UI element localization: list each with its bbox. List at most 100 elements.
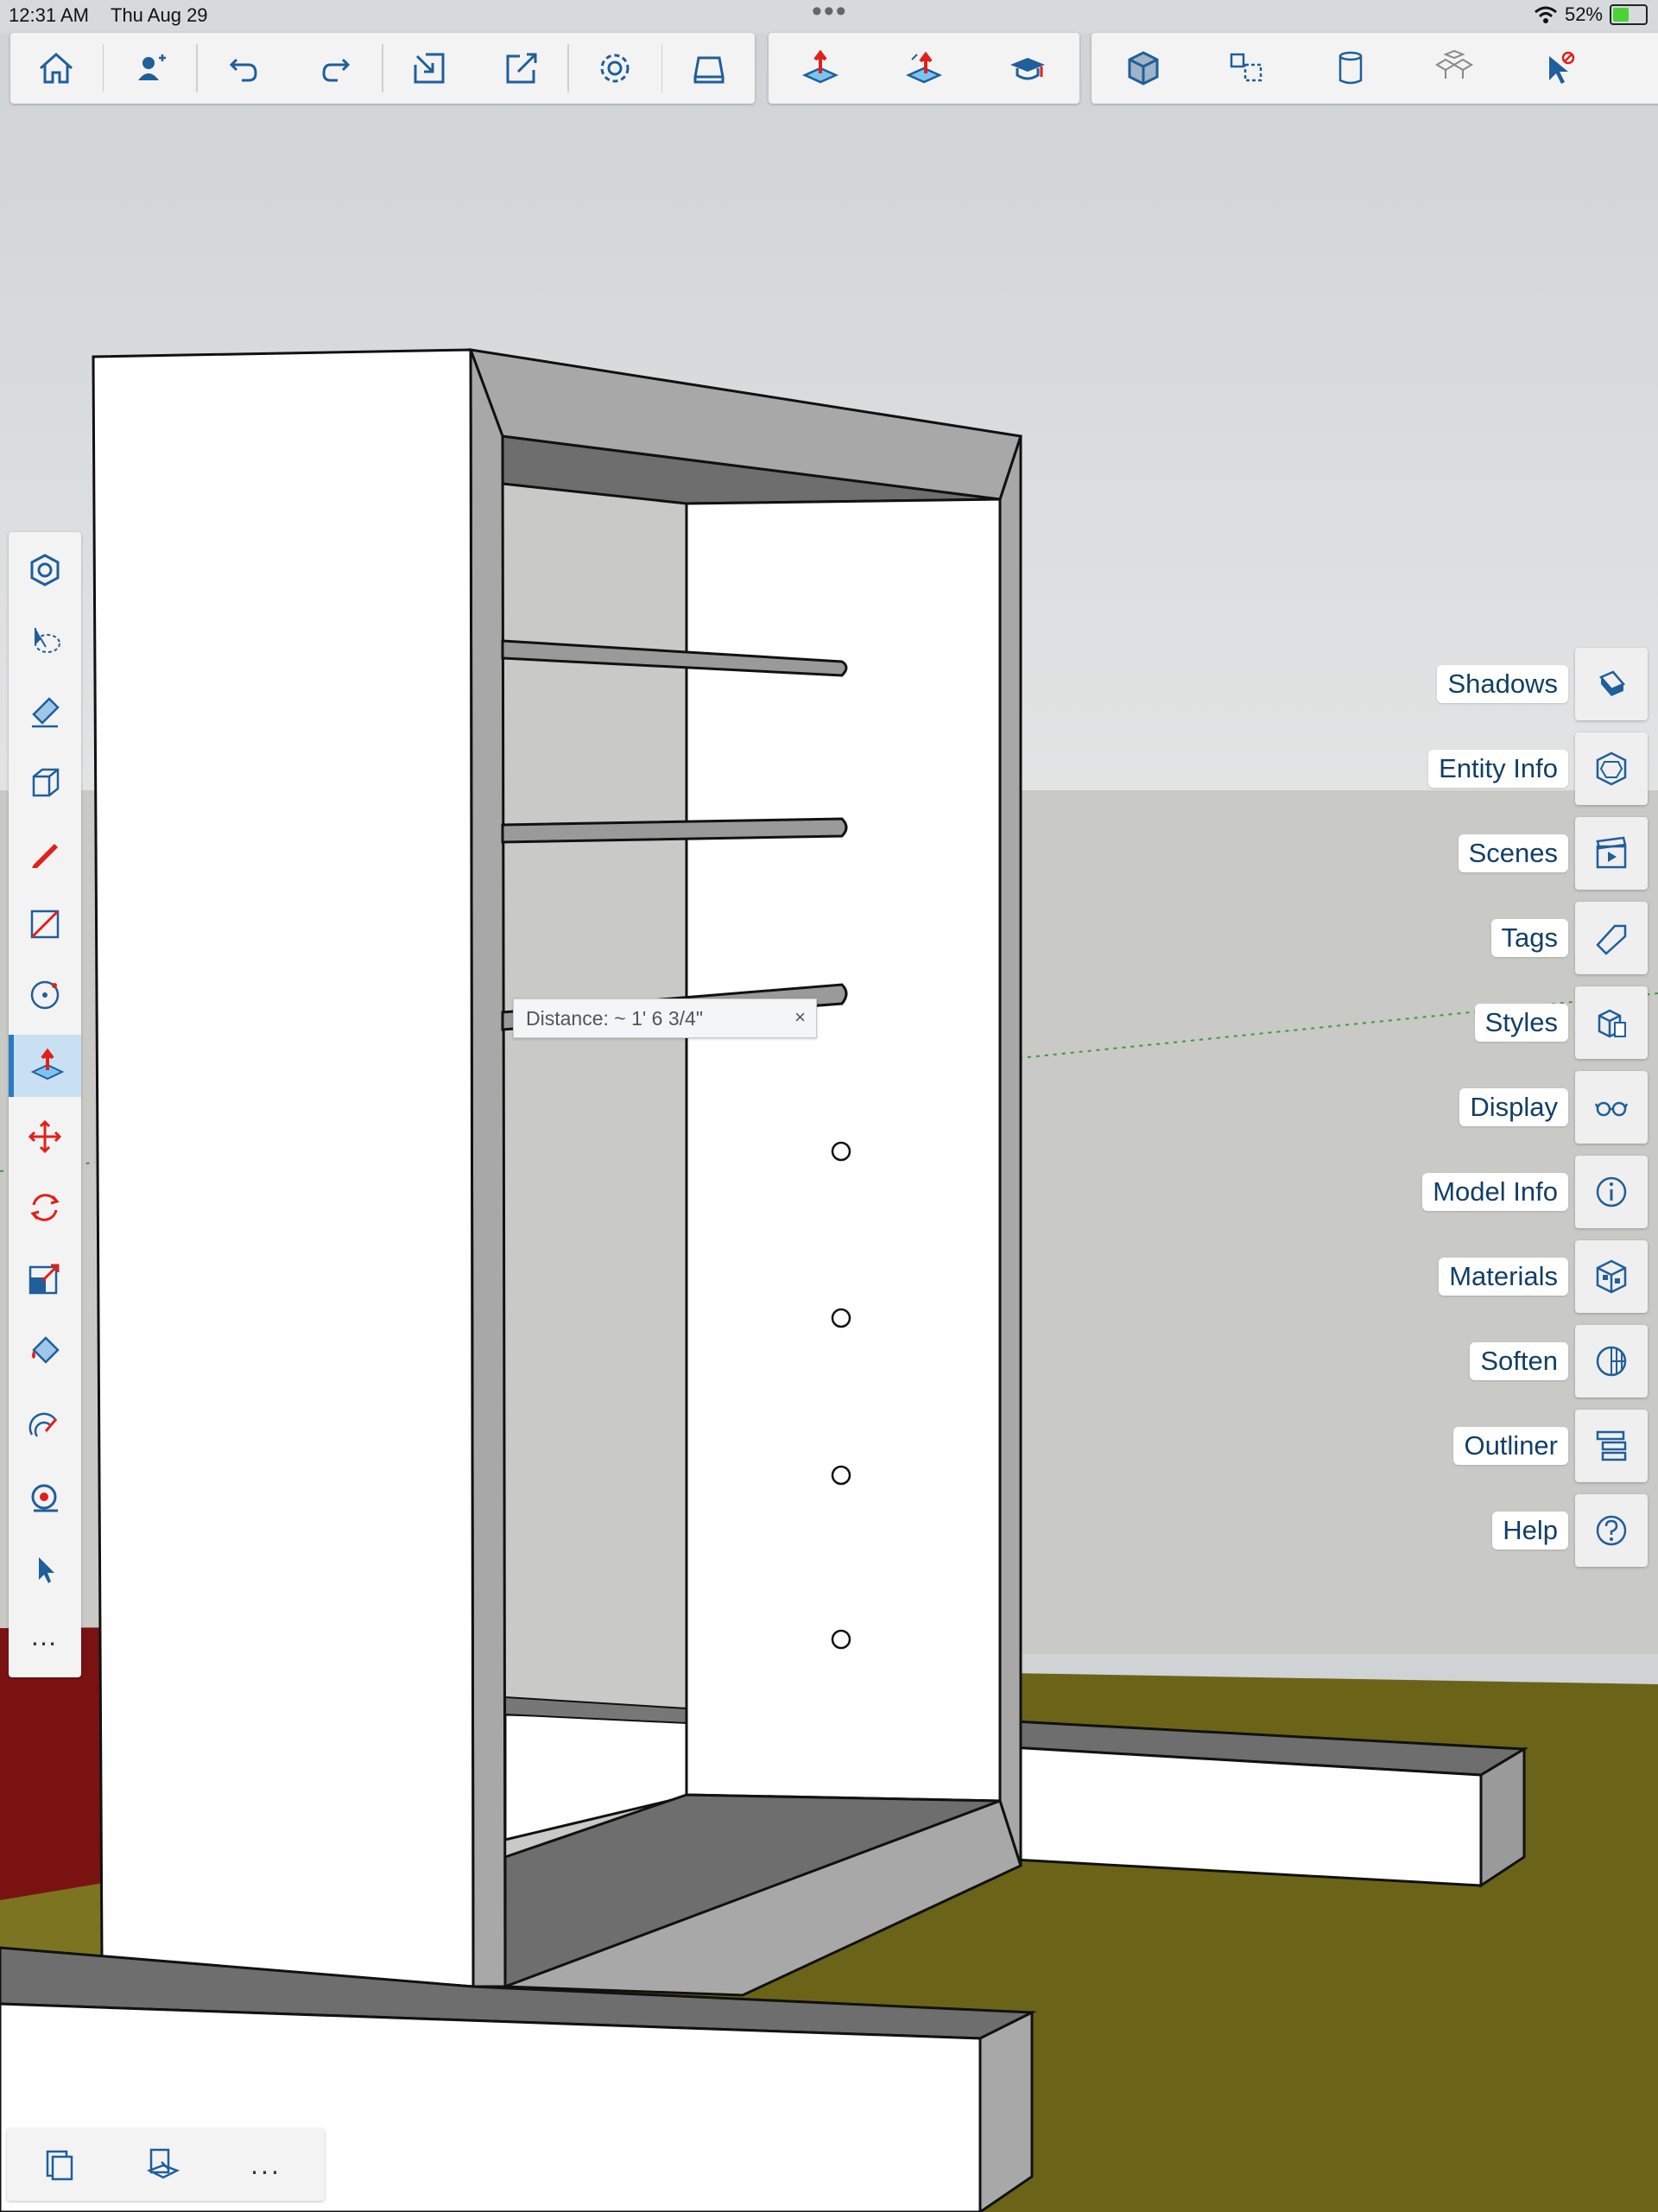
clipboard-button[interactable] bbox=[7, 2128, 111, 2201]
close-icon[interactable]: × bbox=[794, 1006, 806, 1028]
tape-measure-icon bbox=[31, 1484, 58, 1512]
help-button[interactable] bbox=[1575, 1494, 1648, 1567]
panel-tags[interactable]: Tags bbox=[1490, 902, 1648, 974]
panel-styles[interactable]: Styles bbox=[1474, 986, 1648, 1059]
instructor-button[interactable] bbox=[976, 33, 1079, 104]
panel-soften[interactable]: Soften bbox=[1470, 1325, 1648, 1398]
home-icon bbox=[40, 52, 73, 84]
add-user-icon bbox=[137, 54, 166, 80]
materials-button[interactable] bbox=[1575, 1240, 1648, 1313]
tray-button[interactable] bbox=[662, 33, 755, 104]
scenes-button[interactable] bbox=[1575, 817, 1648, 890]
model-info-button[interactable] bbox=[1575, 1156, 1648, 1228]
rotate-tool[interactable] bbox=[9, 1176, 81, 1239]
panel-label: Shadows bbox=[1437, 665, 1568, 703]
eraser-tool[interactable] bbox=[9, 681, 81, 743]
solid-button[interactable] bbox=[1299, 33, 1402, 104]
push-pull-tool[interactable] bbox=[9, 1035, 81, 1097]
settings-button[interactable] bbox=[569, 33, 661, 104]
rectangle-tool[interactable] bbox=[9, 893, 81, 955]
panel-label: Outliner bbox=[1453, 1427, 1568, 1465]
redo-button[interactable] bbox=[290, 33, 383, 104]
select-filter-button[interactable] bbox=[1506, 33, 1610, 104]
panel-label: Styles bbox=[1474, 1004, 1568, 1042]
home-button[interactable] bbox=[10, 33, 103, 104]
separator bbox=[567, 44, 569, 92]
account-button[interactable] bbox=[104, 33, 196, 104]
more-tools-label: … bbox=[29, 1619, 60, 1651]
orbit-tool[interactable] bbox=[9, 539, 81, 601]
panel-label: Soften bbox=[1470, 1342, 1568, 1380]
status-date: Thu Aug 29 bbox=[111, 4, 208, 26]
materials-icon bbox=[1596, 1259, 1627, 1294]
instructor-icon bbox=[1010, 58, 1045, 80]
follow-me-button[interactable] bbox=[872, 33, 976, 104]
styles-button[interactable] bbox=[1575, 986, 1648, 1059]
export-button[interactable] bbox=[476, 33, 568, 104]
group-button[interactable] bbox=[1402, 33, 1506, 104]
tape-measure-tool[interactable] bbox=[9, 1467, 81, 1529]
styles-icon bbox=[1598, 1009, 1626, 1038]
shadows-icon bbox=[1598, 670, 1626, 696]
offset-icon bbox=[28, 1412, 58, 1437]
scale-icon bbox=[28, 1264, 60, 1295]
tags-button[interactable] bbox=[1575, 902, 1648, 974]
view-button[interactable] bbox=[1092, 33, 1195, 104]
panel-outliner[interactable]: Outliner bbox=[1453, 1410, 1648, 1482]
settings-icon bbox=[600, 54, 630, 83]
soften-button[interactable] bbox=[1575, 1325, 1648, 1398]
entity-info-button[interactable] bbox=[1575, 732, 1648, 805]
push-pull-alt-icon bbox=[905, 51, 943, 84]
select-tool[interactable] bbox=[9, 1537, 81, 1600]
eraser-icon bbox=[32, 697, 60, 728]
offset-tool[interactable] bbox=[9, 1396, 81, 1458]
box-tool[interactable] bbox=[9, 751, 81, 814]
move-icon bbox=[28, 1119, 62, 1154]
shadows-button[interactable] bbox=[1575, 648, 1648, 720]
push-pull-icon bbox=[801, 49, 839, 84]
measurement-tooltip: Distance: ~ 1' 6 3/4" × bbox=[513, 998, 817, 1038]
panel-help[interactable]: Help bbox=[1492, 1494, 1648, 1567]
components-button[interactable] bbox=[1195, 33, 1299, 104]
paste-in-place-button[interactable] bbox=[111, 2128, 214, 2201]
export-icon bbox=[506, 53, 537, 84]
panel-label: Entity Info bbox=[1428, 750, 1568, 788]
battery-percent: 52% bbox=[1564, 3, 1603, 25]
shelf-pin-holes bbox=[831, 1141, 851, 1650]
display-icon bbox=[1594, 1101, 1629, 1117]
help-icon bbox=[1596, 1515, 1627, 1546]
lasso-tool[interactable] bbox=[9, 610, 81, 672]
panel-shadows[interactable]: Shadows bbox=[1437, 648, 1648, 720]
push-pull-icon bbox=[30, 1048, 65, 1081]
scale-tool[interactable] bbox=[9, 1247, 81, 1309]
multitask-handle[interactable]: ••• bbox=[812, 0, 848, 28]
toolbar-tools bbox=[769, 33, 1079, 104]
panel-materials[interactable]: Materials bbox=[1439, 1240, 1648, 1313]
panel-entity-info[interactable]: Entity Info bbox=[1428, 732, 1648, 805]
more-edit-button[interactable]: ... bbox=[214, 2128, 318, 2201]
display-button[interactable] bbox=[1575, 1071, 1648, 1144]
separator bbox=[382, 44, 383, 92]
circle-tool[interactable] bbox=[9, 964, 81, 1026]
separator bbox=[196, 44, 198, 92]
import-button[interactable] bbox=[383, 33, 476, 104]
component-icon bbox=[1230, 53, 1262, 82]
move-tool[interactable] bbox=[9, 1106, 81, 1168]
outliner-button[interactable] bbox=[1575, 1410, 1648, 1482]
panel-model-info[interactable]: Model Info bbox=[1422, 1156, 1648, 1228]
pencil-tool[interactable] bbox=[9, 822, 81, 884]
rectangle-icon bbox=[30, 910, 60, 939]
status-right: 52% bbox=[1534, 3, 1648, 26]
panel-scenes[interactable]: Scenes bbox=[1458, 817, 1648, 890]
more-edit-label: ... bbox=[250, 2148, 282, 2180]
undo-button[interactable] bbox=[198, 33, 290, 104]
more-tools-button[interactable]: … bbox=[9, 1605, 81, 1667]
push-pull-button[interactable] bbox=[769, 33, 872, 104]
entity-info-icon bbox=[1596, 751, 1627, 786]
paint-bucket-tool[interactable] bbox=[9, 1318, 81, 1380]
box-icon bbox=[32, 768, 60, 797]
panel-display[interactable]: Display bbox=[1459, 1071, 1648, 1144]
tray-icon bbox=[693, 56, 725, 84]
panel-label: Tags bbox=[1490, 919, 1568, 957]
